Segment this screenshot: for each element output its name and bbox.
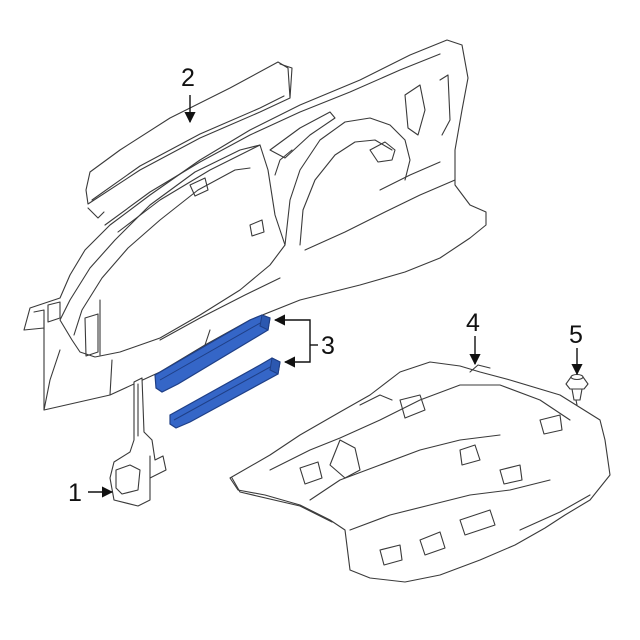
push-clip: [565, 373, 589, 406]
leader-3a: [273, 314, 311, 345]
callout-1: 1: [68, 479, 82, 507]
sill-plate-upper: [154, 314, 271, 393]
callout-2: 2: [181, 64, 195, 92]
bracket-part: [109, 377, 167, 507]
roof-rail-molding: [85, 61, 293, 219]
callout-3: 3: [321, 332, 335, 360]
sill-plate-lower: [169, 357, 281, 429]
leader-3b: [283, 345, 311, 368]
callout-5: 5: [569, 321, 583, 349]
body-side-panel: [23, 39, 487, 411]
callout-leaders: [88, 95, 583, 498]
callout-4: 4: [466, 309, 480, 337]
floor-pan: [229, 361, 611, 583]
callout-numbers: 1 2 3 4 5: [68, 64, 583, 507]
